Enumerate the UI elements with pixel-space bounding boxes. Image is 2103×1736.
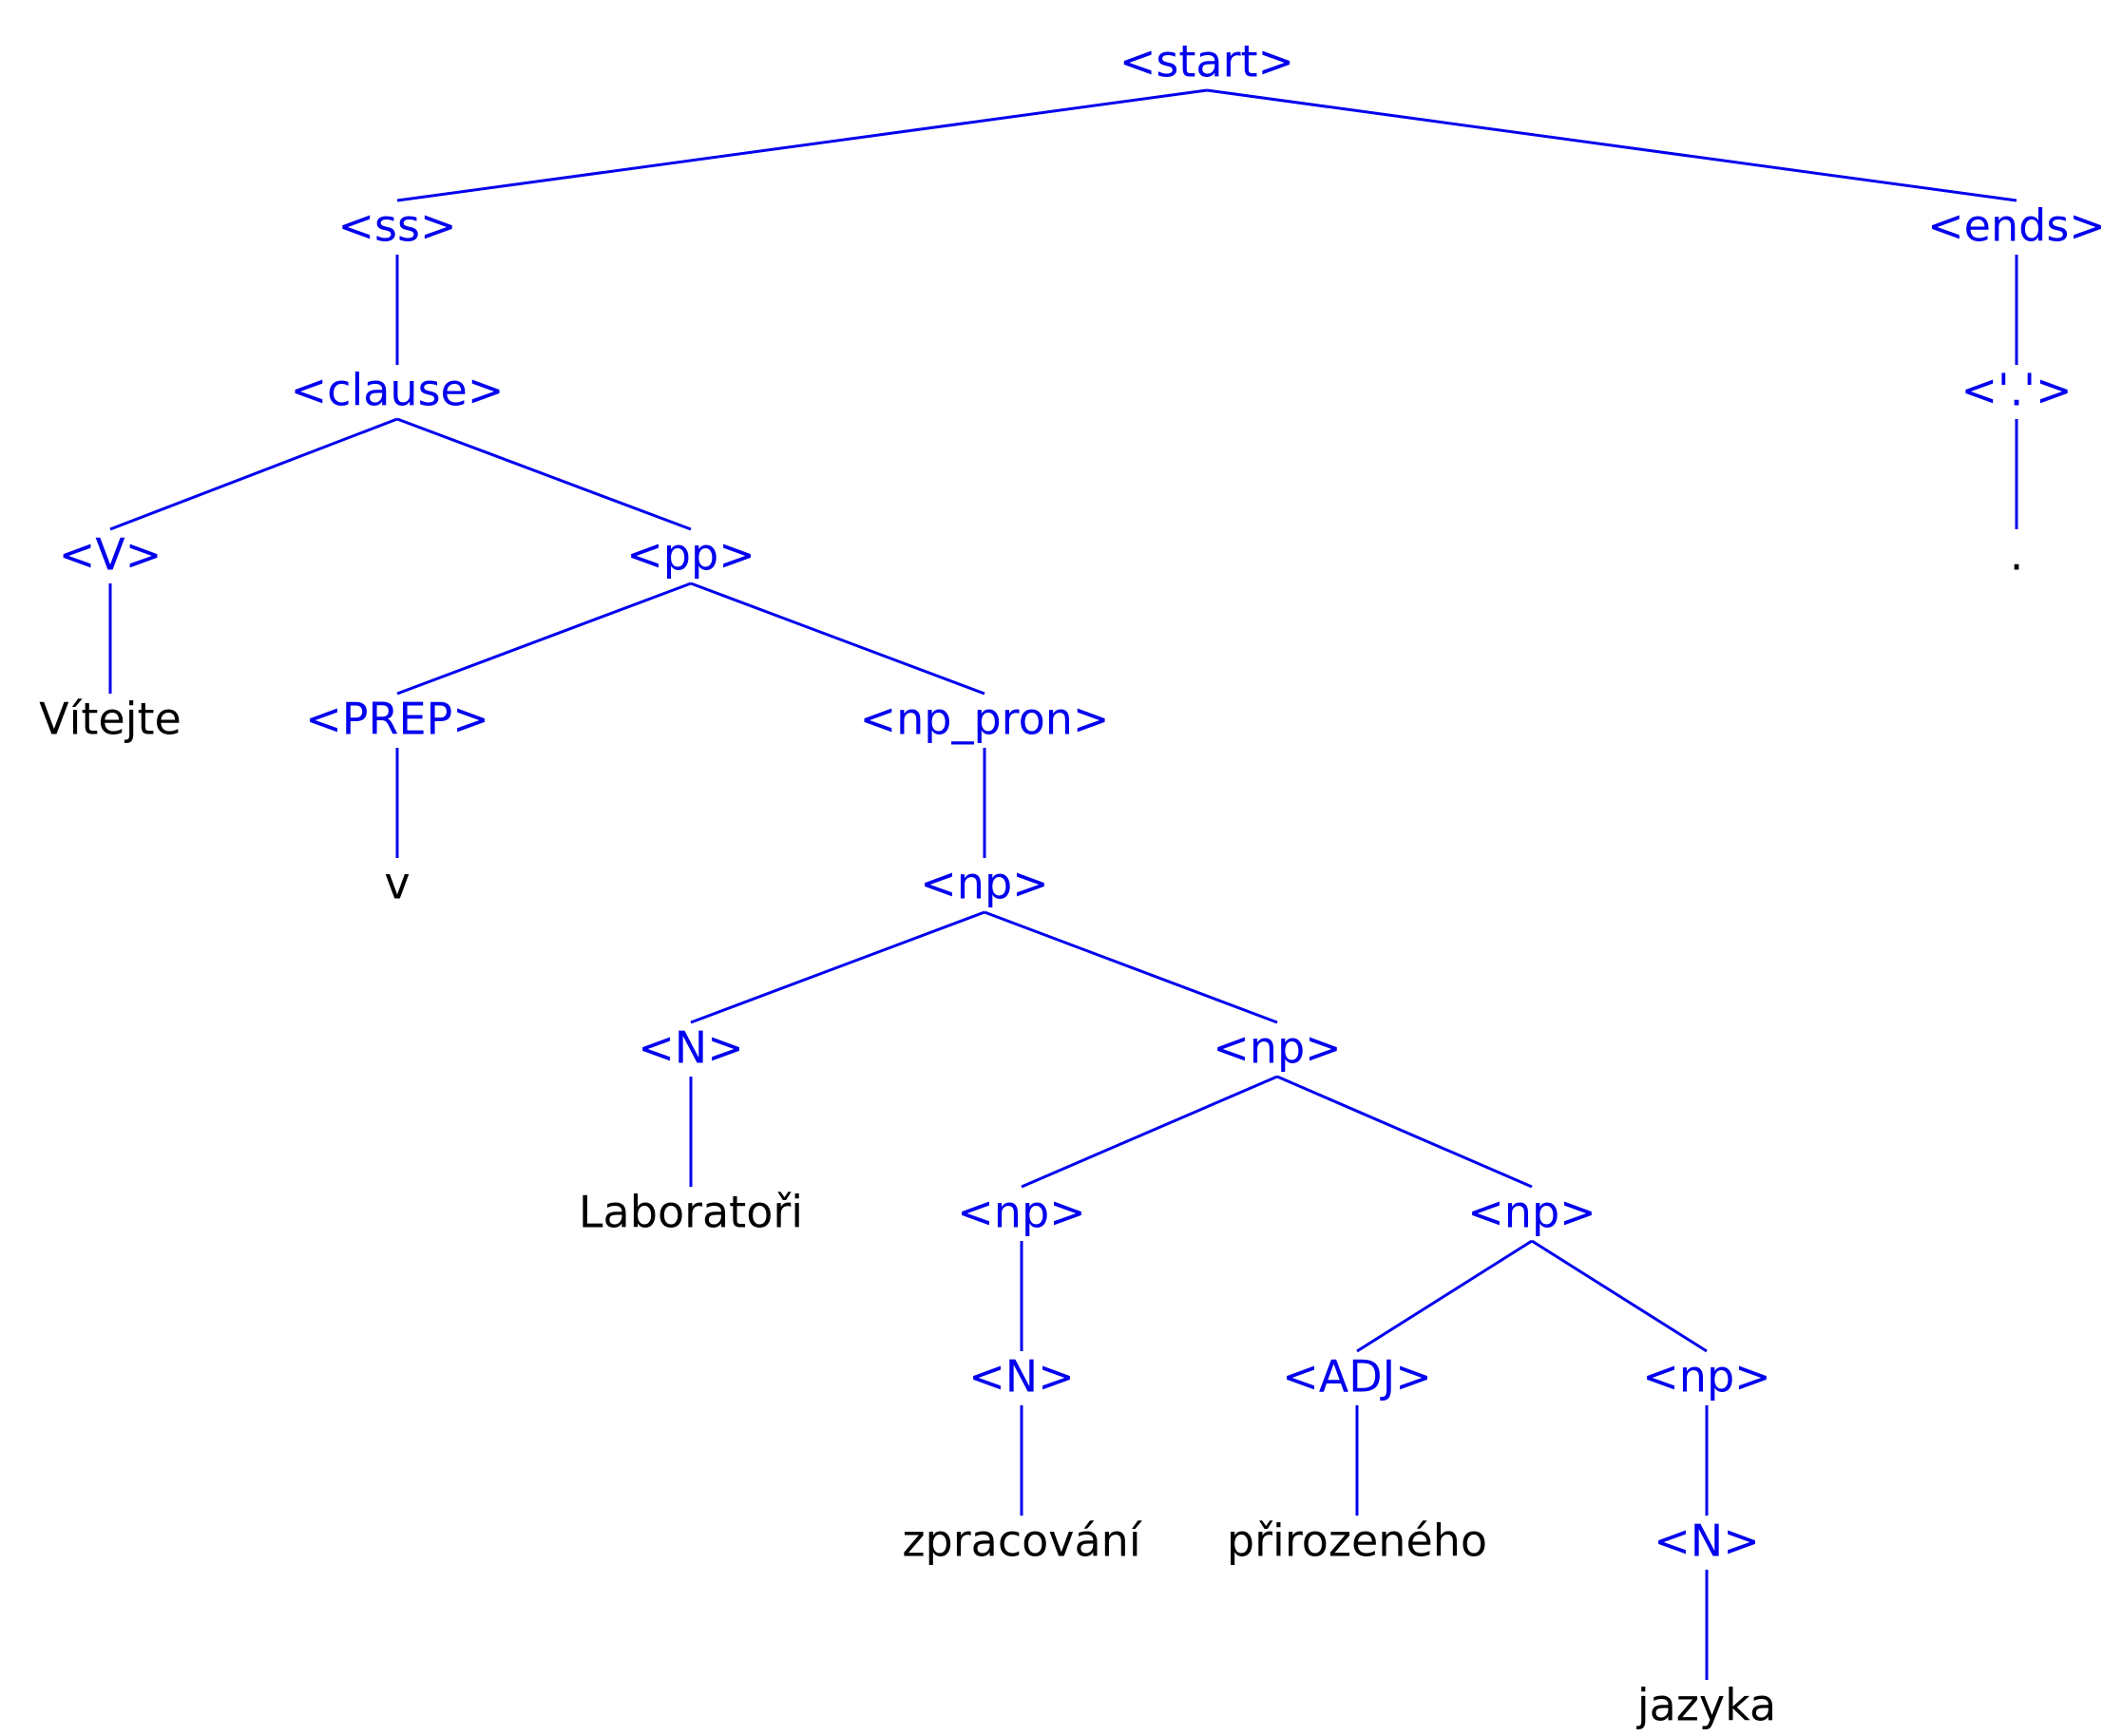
node-np5: <np>	[1642, 1351, 1770, 1402]
edge-clause-V	[109, 417, 398, 531]
node-clause: <clause>	[291, 365, 505, 416]
tree-labels: <start> <ss> <ends> <clause> <'.'> <V> <pp>. Ví…	[39, 36, 2103, 1731]
node-N3: <N>	[1654, 1516, 1760, 1567]
node-N2: <N>	[968, 1351, 1075, 1402]
node-np4: <np>	[1467, 1187, 1596, 1238]
leaf-word-v: v	[384, 858, 410, 909]
node-np3: <np>	[957, 1187, 1085, 1238]
edge-np1-N1	[690, 910, 985, 1024]
node-V: <V>	[59, 529, 163, 581]
edge-clause-pp	[396, 417, 692, 531]
edge-start-ss	[396, 88, 1208, 202]
node-start: <start>	[1119, 36, 1294, 87]
node-N1: <N>	[638, 1022, 744, 1074]
node-pp: <pp>	[626, 529, 755, 581]
tree-edges	[108, 88, 2018, 1680]
edge-start-ends	[1206, 88, 2017, 202]
edge-pp-PREP	[396, 582, 692, 696]
node-np1: <np>	[920, 858, 1048, 909]
node-dot_nt: <'.'>	[1961, 365, 2073, 416]
node-np2: <np>	[1213, 1022, 1341, 1074]
node-ends: <ends>	[1927, 200, 2103, 252]
edge-np4-ADJ	[1356, 1239, 1533, 1353]
node-ss: <ss>	[337, 200, 456, 252]
leaf-word-prirozeneho: přirozeného	[1227, 1516, 1487, 1567]
edge-np2-np3	[1021, 1075, 1278, 1189]
leaf-word-dot: .	[2010, 529, 2024, 581]
leaf-word-zpracovani: zpracování	[902, 1516, 1141, 1567]
node-PREP: <PREP>	[305, 694, 489, 745]
edge-pp-np_pron	[690, 582, 985, 696]
leaf-word-laboratori: Laboratoři	[579, 1187, 803, 1238]
edge-np4-np5	[1531, 1239, 1708, 1353]
node-np_pron: <np_pron>	[860, 694, 1110, 745]
edge-np1-np2	[984, 910, 1278, 1024]
leaf-word-vitejte: Vítejte	[39, 694, 182, 745]
edge-np2-np4	[1276, 1075, 1533, 1189]
leaf-word-jazyka: jazyka	[1636, 1680, 1776, 1731]
node-ADJ: <ADJ>	[1282, 1351, 1432, 1402]
